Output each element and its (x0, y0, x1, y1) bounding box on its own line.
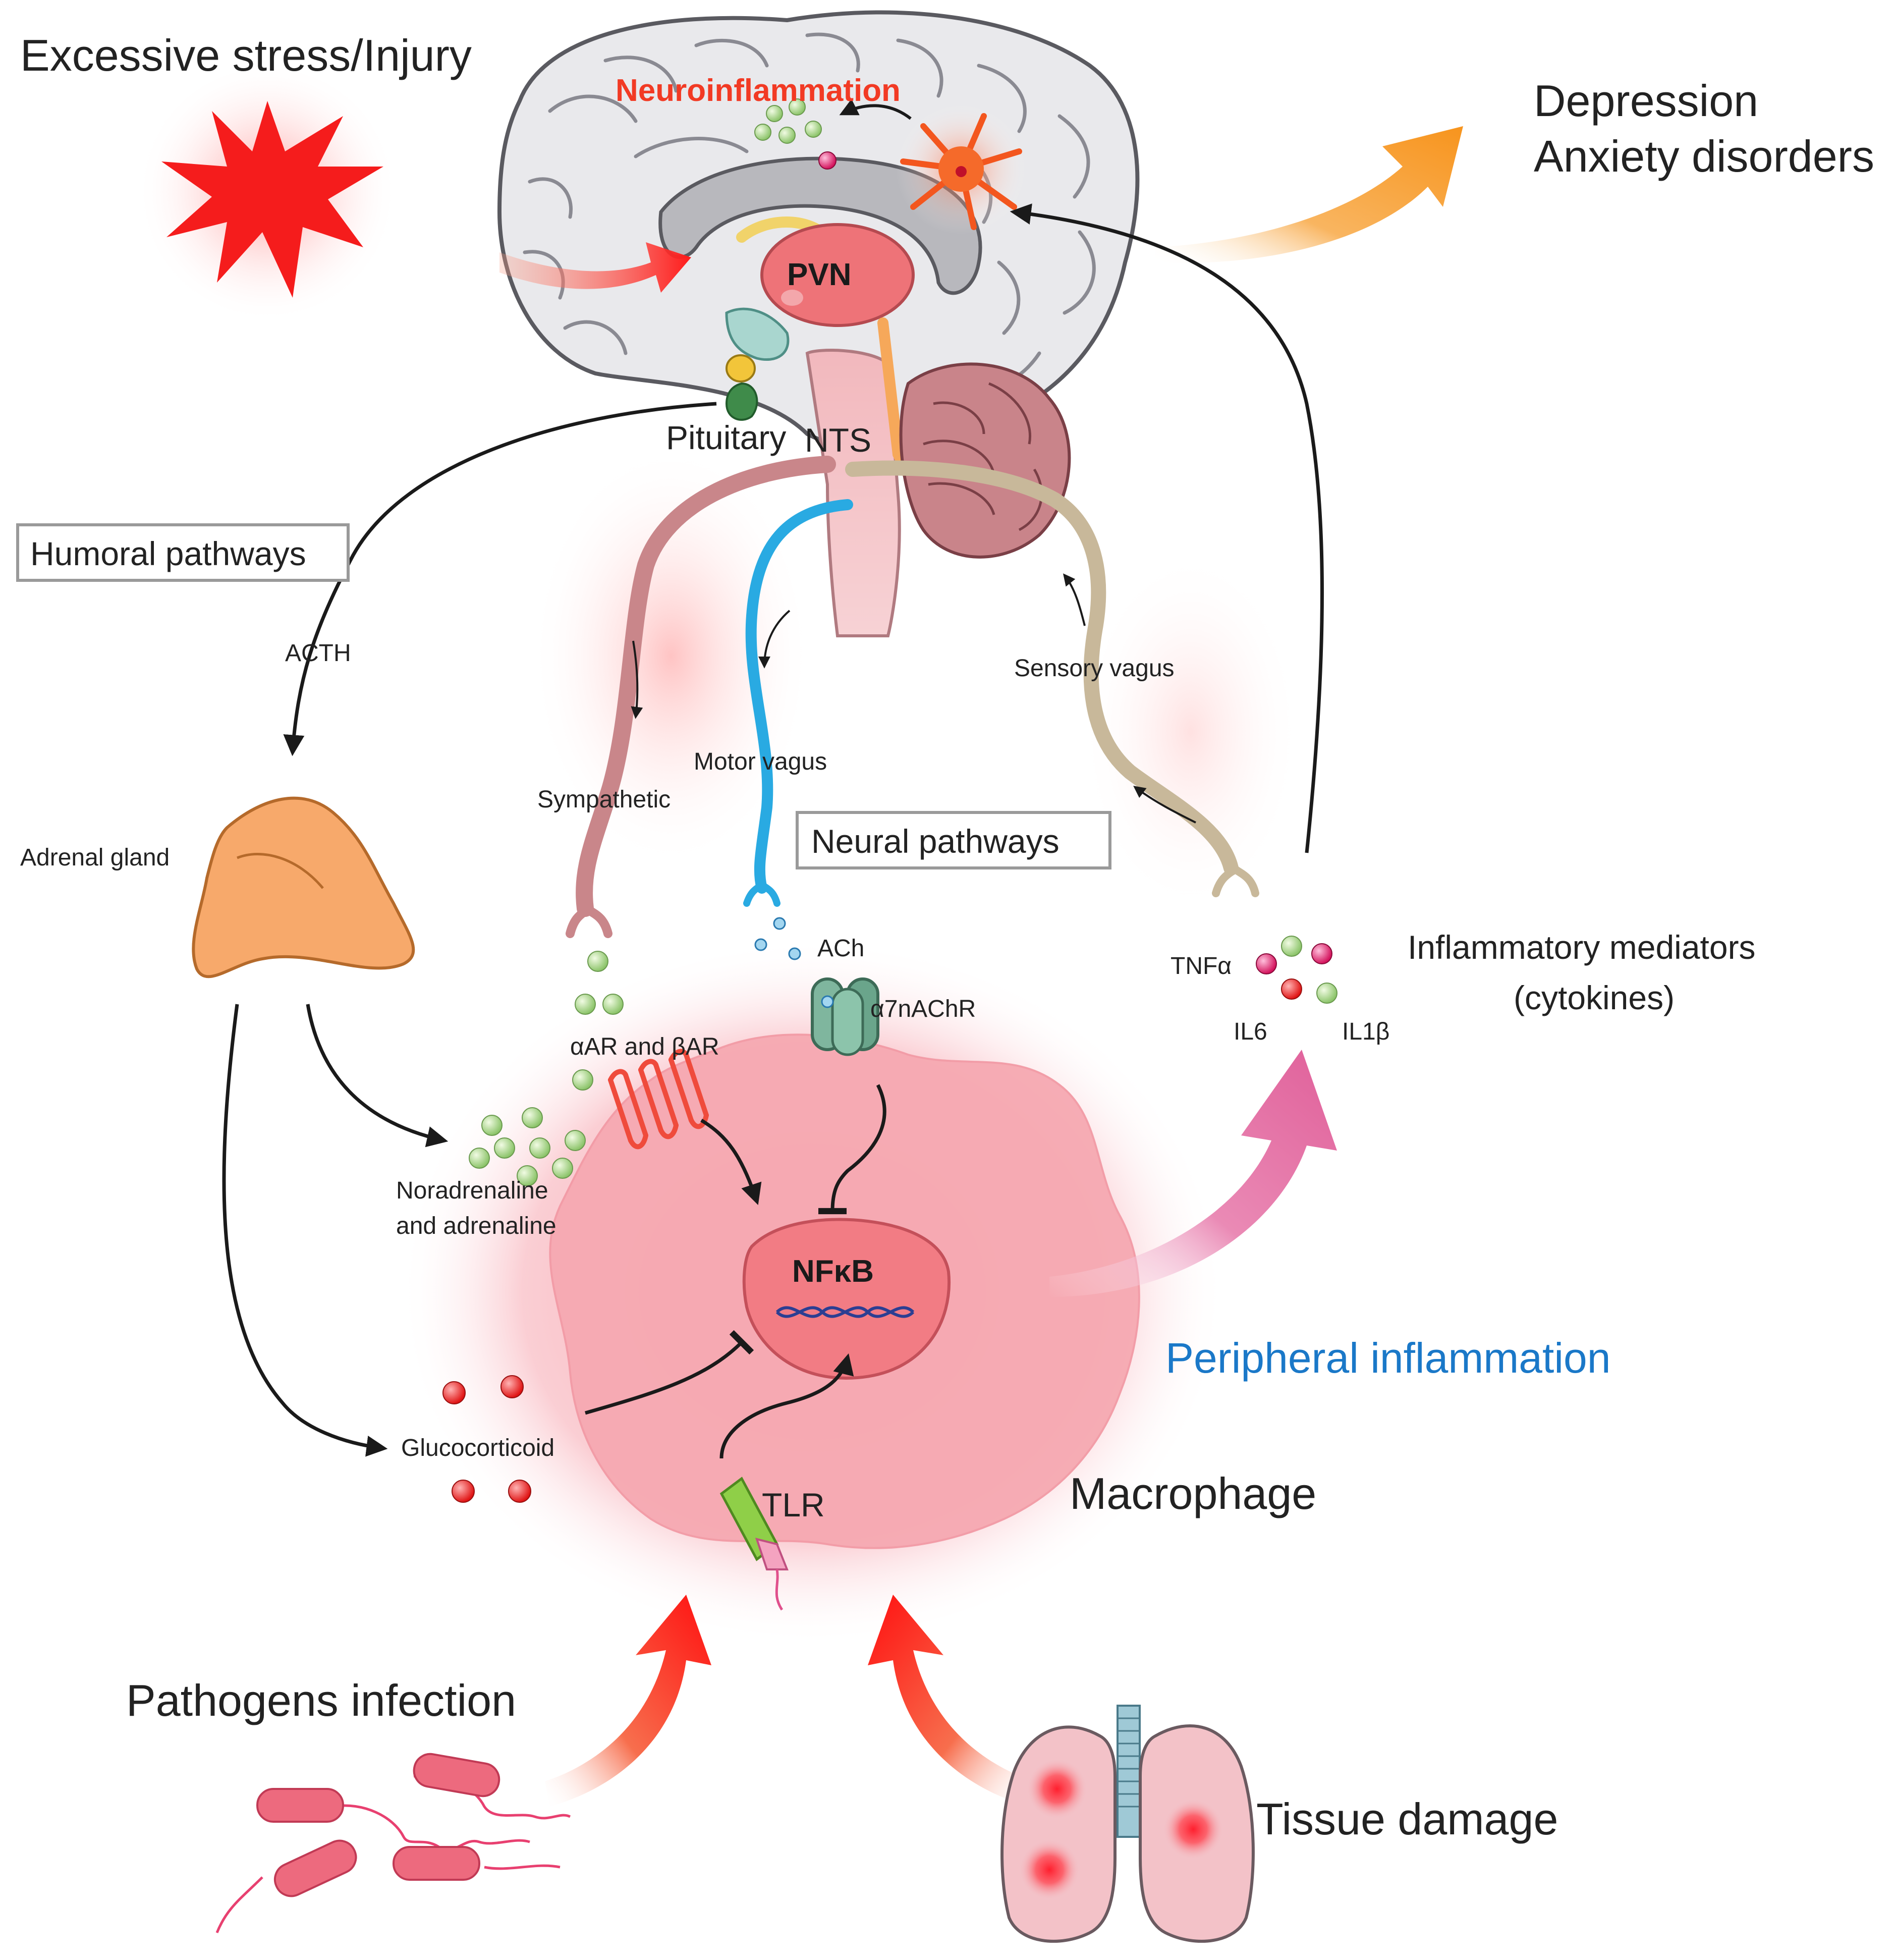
bacteria-icon (215, 1753, 571, 1933)
neuroinflammation-cytokines (754, 98, 837, 170)
motor-vagus-nerve (745, 499, 853, 894)
a7nachr-inhibits-nfkb (818, 1084, 886, 1215)
sympathetic-released-molecules (572, 951, 624, 1091)
sensory-vagus-label: Sensory vagus (1014, 655, 1175, 682)
motor-vagus-label: Motor vagus (694, 748, 827, 775)
a7nachr-channel-icon (811, 977, 879, 1056)
cytokines-to-brain-arrow (1010, 203, 1324, 853)
neural-pathways-box (796, 811, 1111, 869)
il1b-label: IL1β (1342, 1018, 1389, 1045)
adrenal-gland-label: Adrenal gland (20, 844, 170, 871)
tnfa-label: TNFα (1171, 953, 1232, 979)
lungs-icon (1000, 1705, 1255, 1943)
macrophage-label: Macrophage (1070, 1468, 1316, 1518)
cytokine-release-arrow (1049, 1050, 1337, 1297)
microglia-to-cytokines-arrow (839, 99, 912, 120)
stress-starburst-icon (136, 61, 399, 323)
anxiety-label: Anxiety disorders (1534, 131, 1874, 181)
ar-label: αAR and βAR (570, 1033, 719, 1060)
glucocorticoid-label: Glucocorticoid (401, 1435, 554, 1461)
tlr-label: TLR (762, 1486, 825, 1523)
pathogen-to-macrophage-arrow (545, 1595, 711, 1807)
ach-molecules (754, 917, 834, 1008)
adrenal-to-noradrenaline-arrow (306, 1004, 449, 1148)
sympathetic-nerve (576, 456, 836, 917)
pituitary-to-adrenal-arrow (283, 402, 717, 756)
mediators-label-line1: Inflammatory mediators (1408, 929, 1756, 966)
pituitary-label: Pituitary (666, 419, 786, 456)
stress-label: Excessive stress/Injury (20, 30, 472, 80)
noradrenaline-molecules (469, 1107, 586, 1186)
pvn-label: PVN (787, 257, 851, 292)
noradrenaline-label-line1: Noradrenaline (396, 1177, 548, 1204)
humoral-pathways-box (16, 523, 350, 582)
sensory-vagus-nerve (845, 460, 1239, 876)
nfkb-label: NFκB (792, 1254, 874, 1289)
depression-label: Depression (1534, 76, 1758, 126)
tissue-damage-label: Tissue damage (1256, 1794, 1558, 1844)
depression-output-arrow (1155, 126, 1463, 263)
nts-label: NTS (805, 421, 871, 459)
glucocorticoid-molecules (442, 1375, 531, 1503)
acth-label: ACTH (285, 640, 351, 667)
sympathetic-label: Sympathetic (537, 786, 671, 813)
glucocorticoid-inhibits-nfkb (585, 1330, 754, 1415)
mediators-label-line2: (cytokines) (1514, 979, 1675, 1016)
stress-to-pvn-arrow (499, 242, 691, 293)
noradrenaline-label-line2: and adrenaline (396, 1213, 556, 1239)
a7nachr-label: α7nAChR (870, 996, 976, 1022)
ach-label: ACh (817, 935, 864, 962)
adrenergic-receptor-icon (608, 1049, 709, 1150)
humoral-pathways-label: Humoral pathways (30, 535, 306, 572)
adrenal-to-glucocorticoid-arrow (222, 1004, 388, 1457)
activated-astrocyte-icon (896, 103, 1027, 235)
neuroinflammation-label: Neuroinflammation (616, 73, 901, 108)
tissue-to-macrophage-arrow (868, 1595, 1034, 1807)
adrenal-gland-icon (192, 796, 415, 978)
nfkb-nucleus (742, 1218, 951, 1380)
ar-to-nfkb-arrow (700, 1118, 762, 1205)
neural-pathways-label: Neural pathways (811, 823, 1060, 860)
tlr-to-nfkb-arrow (719, 1353, 854, 1459)
pathogens-label: Pathogens infection (126, 1675, 516, 1725)
cytokine-molecules (1256, 936, 1337, 1004)
tlr-receptor-icon (719, 1477, 789, 1611)
peripheral-inflammation-label: Peripheral inflammation (1165, 1334, 1610, 1382)
il6-label: IL6 (1234, 1018, 1267, 1045)
